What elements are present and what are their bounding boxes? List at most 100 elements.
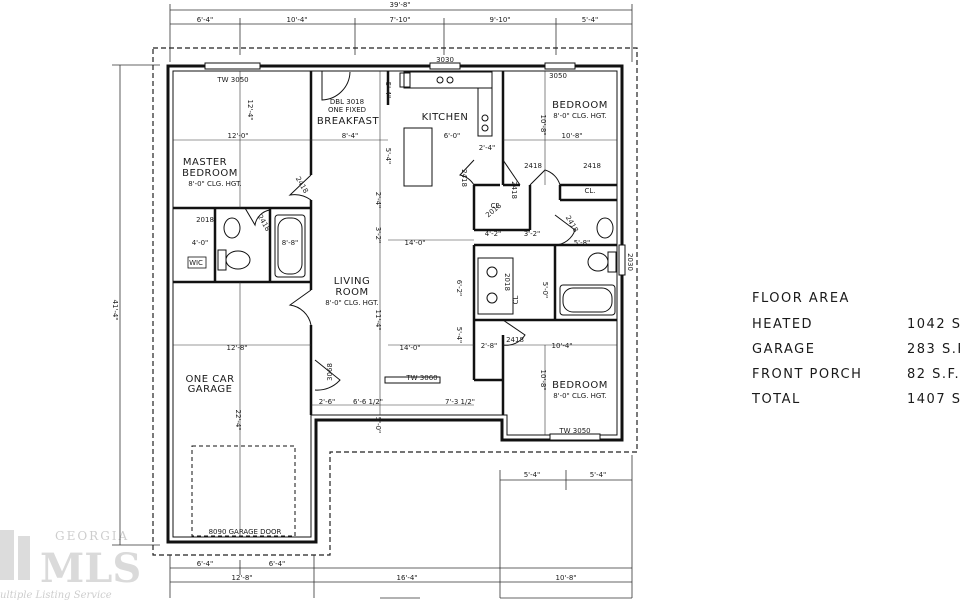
bedroom3-ceiling: 8'-0" CLG. HGT. [553, 392, 607, 400]
windows [204, 62, 626, 441]
garage-name: ONE CAR [185, 374, 234, 385]
kitchen-name: KITCHEN [422, 112, 469, 123]
kitchen-dim-h: 6'-0" [444, 132, 461, 140]
sink-icon [436, 76, 444, 84]
closet-label: CL [491, 202, 500, 210]
watermark-line3: ultiple Listing Service [0, 590, 112, 601]
bottom-dimension: 6'-4" [269, 560, 286, 568]
exterior-walls [166, 64, 624, 544]
bedroom2-dim-v: 10'-8" [539, 114, 547, 135]
toilet-tank [217, 249, 227, 271]
window [204, 62, 261, 70]
master-ceiling: 8'-0" CLG. HGT. [188, 180, 242, 188]
bottom-dimension: 6'-4" [197, 560, 214, 568]
top-dimension: 7'-10" [389, 16, 410, 24]
master-dim-h: 12'-0" [227, 132, 248, 140]
garage-dim-v: 22'-4" [234, 409, 242, 430]
bedroom3-name: BEDROOM [552, 380, 608, 391]
bathtub-icon [274, 214, 306, 278]
misc-dimension: 4'-2" [485, 230, 502, 238]
porch-dimension: 5'-4" [524, 471, 541, 479]
window [618, 244, 626, 276]
breakfast-name: BREAKFAST [317, 116, 380, 127]
left-dimension-lines [112, 64, 160, 546]
watermark-line2: MLS [40, 545, 141, 592]
door-code: 2018 [503, 273, 511, 291]
logo-bar [0, 530, 14, 580]
bedroom2-ceiling: 8'-0" CLG. HGT. [553, 112, 607, 120]
misc-dimension: 5'-4" [455, 327, 463, 344]
sink-icon [223, 217, 241, 239]
logo-bar [18, 536, 30, 580]
misc-dimension: 2'-8" [481, 342, 498, 350]
window [544, 62, 576, 70]
garage-door-outline [191, 445, 296, 537]
toilet-icon [225, 250, 251, 270]
bath1-dim: 8'-8" [282, 239, 299, 247]
door-swing [554, 214, 576, 246]
misc-dimension: 2'-6" [319, 398, 336, 406]
breakfast-dim-h: 8'-4" [342, 132, 359, 140]
bottom-dimension-lines [169, 455, 633, 599]
bedroom2-dim-h: 10'-8" [561, 132, 582, 140]
door-code: 2418 [506, 336, 524, 344]
top-dimension-lines [169, 4, 633, 62]
toilet-icon [587, 252, 609, 272]
kitchen-cabinets [399, 71, 493, 187]
misc-dimension: 6'-2" [455, 280, 463, 297]
wic-box [187, 256, 207, 269]
breakfast-note2: ONE FIXED [328, 106, 366, 114]
top-dimension: 5'-4" [582, 16, 599, 24]
door-swing [288, 289, 312, 326]
master-window: TW 3050 [216, 76, 248, 84]
top-dimension: 9'-10" [489, 16, 510, 24]
interior-walls [173, 71, 617, 415]
window [429, 62, 461, 70]
master-bedroom-name: MASTER [183, 157, 227, 168]
wic-dim: 4'-0" [192, 239, 209, 247]
bedroom3-dim-v: 10'-8" [539, 369, 547, 390]
range-icon [399, 72, 411, 88]
living-room-name: LIVING [334, 276, 371, 287]
window [384, 376, 441, 384]
garage-dim-h: 12'-8" [226, 344, 247, 352]
window [549, 433, 601, 441]
living-dim-h: 14'-0" [404, 239, 425, 247]
misc-dimension: 7'-3 1/2" [445, 398, 475, 406]
kitchen-dim-v: 5'-4" [384, 148, 392, 165]
bottom-dimension: 10'-8" [555, 574, 576, 582]
bottom-dimension: 16'-4" [396, 574, 417, 582]
bedroom2-window: 3050 [549, 72, 567, 80]
georgia-mls-logo: GEORGIA MLS ultiple Listing Service [0, 529, 141, 601]
roof-overhang-outline [152, 47, 638, 556]
door-swing [314, 359, 341, 391]
front-door: 3068 [326, 363, 334, 381]
bath1-door2: 2018 [196, 216, 214, 224]
living-window: TW 3060 [405, 374, 437, 382]
bedroom3-dim-h: 10'-4" [551, 342, 572, 350]
master-dim-v: 12'-4" [246, 99, 254, 120]
bedroom2-name: BEDROOM [552, 100, 608, 111]
door-code: 2418 [524, 162, 542, 170]
door-code: 2418 [460, 169, 468, 187]
misc-dimension: 6'-6 1/2" [353, 398, 383, 406]
living-dim-h2: 14'-0" [399, 344, 420, 352]
door-swing [502, 159, 521, 186]
door-code: 2418 [583, 162, 601, 170]
bottom-dimension: 12'-8" [231, 574, 252, 582]
door-swings [244, 71, 576, 391]
sink-icon [446, 76, 454, 84]
misc-dimension: 3'-2" [374, 227, 382, 244]
door-code: 2418 [510, 181, 518, 199]
bath2-window: 2030 [626, 253, 634, 271]
sink-icon [596, 217, 614, 239]
bath2-dim: 5'-8" [574, 239, 591, 247]
misc-dimension: 2'-4" [374, 192, 382, 209]
kitchen-window: 3030 [436, 56, 454, 64]
living-room-name2: ROOM [335, 287, 368, 298]
door-swing [244, 207, 271, 227]
porch-dimension: 5'-4" [590, 471, 607, 479]
living-dim-v: 11'-4" [374, 309, 382, 330]
